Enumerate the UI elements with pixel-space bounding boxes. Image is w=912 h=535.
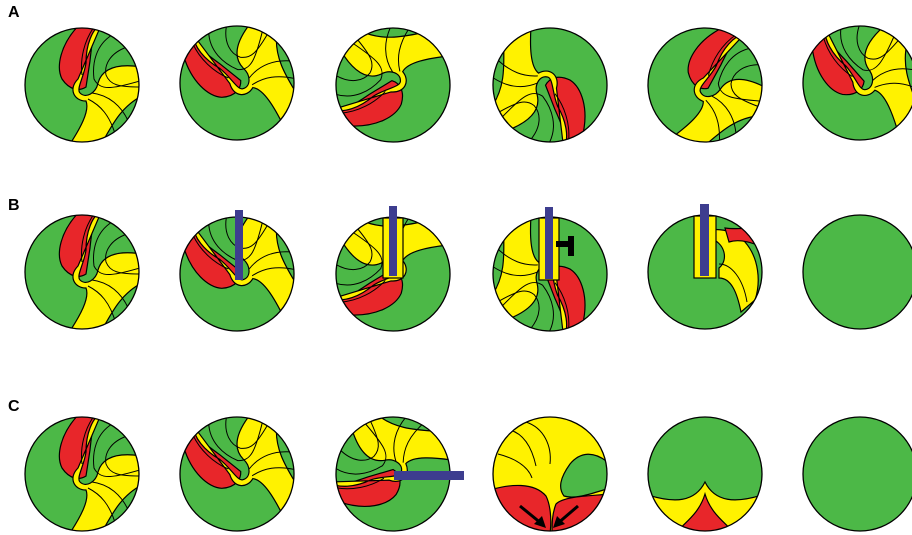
stimulus-bar [394, 471, 464, 480]
row-b [25, 187, 912, 359]
disc-b3 [306, 187, 477, 358]
disc-c1 [25, 412, 144, 535]
stimulus-bar [700, 204, 709, 276]
disc-c5 [645, 417, 765, 534]
disc-c3 [311, 392, 474, 535]
disc-c2 [155, 389, 322, 535]
disc-b1 [25, 210, 144, 334]
disc-a1 [25, 23, 144, 147]
stimulus-bar [389, 206, 397, 276]
stimulus-bar [545, 207, 553, 279]
disc-b5 [648, 204, 765, 329]
disc-b4 [465, 192, 630, 359]
disc-b2 [155, 189, 322, 354]
disc-a5 [630, 7, 784, 164]
disc-b6 [803, 215, 912, 329]
disc-c6 [803, 417, 912, 531]
row-a [25, 0, 912, 170]
disc-c4 [490, 414, 610, 534]
disc-a6 [776, 0, 912, 167]
disc-a3 [306, 0, 477, 169]
row-c [25, 389, 912, 535]
stimulus-bar [235, 210, 243, 280]
disc-a4 [465, 3, 630, 170]
disc-a2 [155, 0, 322, 163]
